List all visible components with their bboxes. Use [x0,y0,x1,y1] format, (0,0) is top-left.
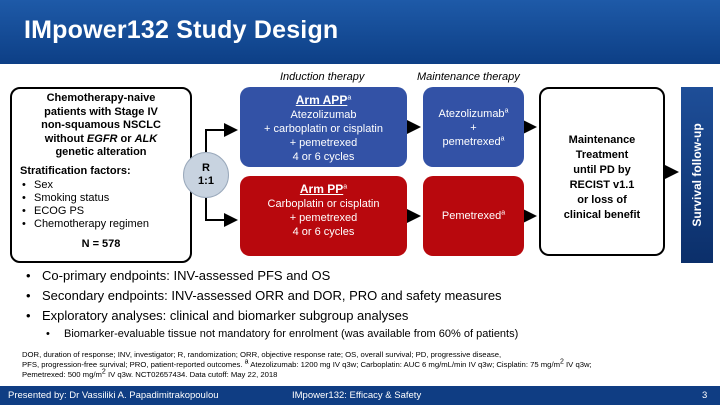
survival-followup-box: Survival follow-up [681,87,713,263]
page-number: 3 [702,390,708,401]
footer-bar: Presented by: Dr Vassiliki A. Papadimitr… [0,386,720,405]
population-title: Chemotherapy-naive patients with Stage I… [41,92,161,158]
presenter-text: Presented by: Dr Vassiliki A. Papadimitr… [8,390,219,401]
maintenance-treatment-box: Maintenance Treatment until PD by RECIST… [539,87,665,256]
bullet-item: Co-primary endpoints: INV-assessed PFS a… [22,266,518,286]
strat-factor: Sex [22,179,182,192]
randomization-circle: R 1:1 [183,152,229,198]
bullet-item: Exploratory analyses: clinical and bioma… [22,306,518,326]
strat-factor: Chemotherapy regimen [22,218,182,231]
slide-title: IMpower132 Study Design [24,16,339,44]
bullet-item: Secondary endpoints: INV-assessed ORR an… [22,286,518,306]
maintenance-app-box: Atezolizumaba + pemetrexeda [423,87,524,167]
arm-pp-box: Arm PPa Carboplatin or cisplatin + pemet… [240,176,407,256]
maintenance-label: Maintenance therapy [417,71,520,83]
study-text: IMpower132: Efficacy & Safety [292,390,422,401]
r-to-pp-arrow [205,198,238,227]
strat-factor: Smoking status [22,192,182,205]
strat-factor: ECOG PS [22,205,182,218]
footnote: DOR, duration of response; INV, investig… [22,350,592,379]
arm-pp-name: Arm PP [299,182,344,196]
sample-size: N = 578 [81,237,121,250]
arm-app-box: Arm APPa Atezolizumab + carboplatin or c… [240,87,407,167]
maintenance-pp-box: Pemetrexeda [423,176,524,256]
induction-label: Induction therapy [280,71,365,83]
arm-app-name: Arm APP [295,93,348,107]
title-bar: IMpower132 Study Design [0,0,720,64]
sub-bullet-item: Biomarker-evaluable tissue not mandatory… [22,326,518,342]
population-box: Chemotherapy-naive patients with Stage I… [10,87,192,263]
endpoint-bullets: Co-primary endpoints: INV-assessed PFS a… [22,266,518,342]
survival-label: Survival follow-up [690,123,704,227]
stratification-title: Stratification factors: [20,164,131,177]
r-to-app-arrow [205,123,238,152]
stratification-list: Sex Smoking status ECOG PS Chemotherapy … [20,179,182,231]
